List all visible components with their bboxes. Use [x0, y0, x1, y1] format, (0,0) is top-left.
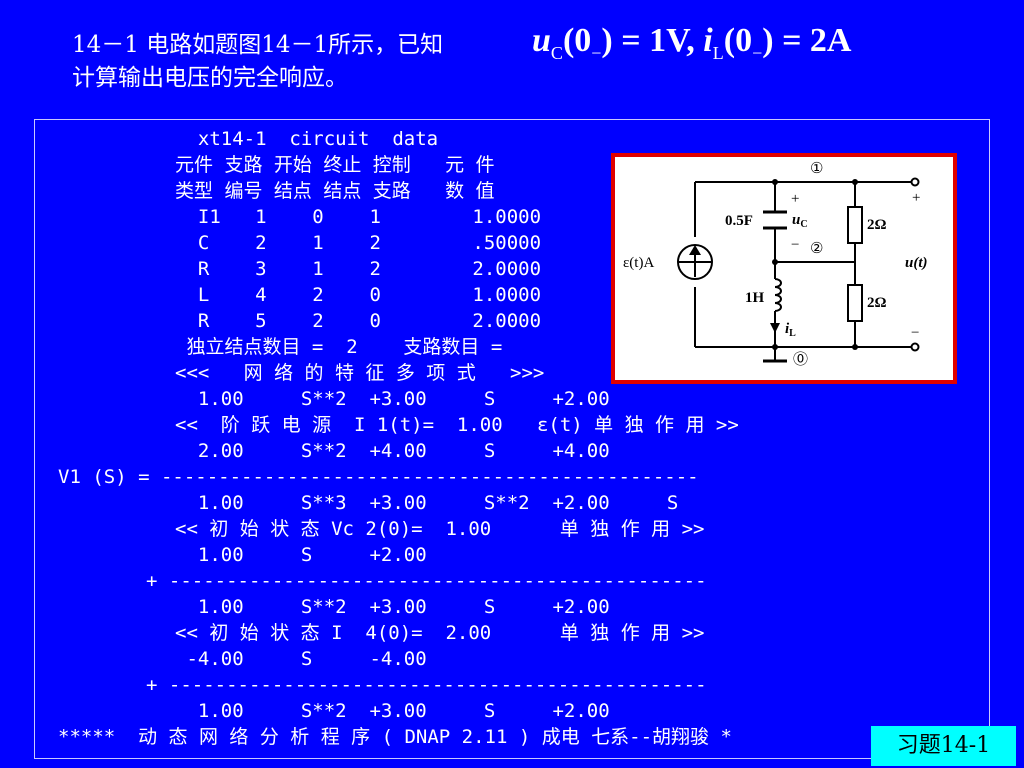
output-minus: − [911, 325, 919, 341]
capacitor-value: 0.5F [725, 213, 753, 229]
output-line: R 3 1 2 2.0000 [175, 258, 542, 280]
inductor-symbol [774, 278, 782, 312]
output-voltage-label: u(t) [905, 255, 928, 271]
output-line: V1 (S) = -------------------------------… [58, 466, 699, 488]
circuit-diagram: ① ② ⓪ 0.5F + − uC ε(t)A 1H iL 2Ω 2Ω u(t)… [611, 153, 957, 384]
output-line: 1.00 S**2 +3.00 S +2.00 [175, 388, 610, 410]
program-output-panel [34, 119, 990, 759]
inductor-value: 1H [745, 290, 765, 306]
capacitor-minus: − [791, 237, 799, 253]
resistor-bottom-symbol [847, 284, 863, 322]
output-plus: + [912, 190, 920, 206]
output-line: 1.00 S**2 +3.00 S +2.00 [175, 596, 610, 618]
output-line: 1.00 S +2.00 [175, 544, 427, 566]
capacitor-plus: + [791, 191, 799, 207]
output-line: << 阶 跃 电 源 I 1(t)= 1.00 ε(t) 单 独 作 用 >> [175, 414, 739, 436]
output-line: 独立结点数目 = 2 支路数目 = [175, 336, 503, 358]
output-line: I1 1 0 1 1.0000 [175, 206, 542, 228]
capacitor-voltage-label: uC [792, 212, 808, 230]
resistor-top-symbol [847, 206, 863, 244]
output-line: 1.00 S**2 +3.00 S +2.00 [175, 700, 610, 722]
output-line: << 初 始 状 态 I 4(0)= 2.00 单 独 作 用 >> [175, 622, 705, 644]
resistor-bottom-value: 2Ω [867, 295, 887, 311]
output-line: L 4 2 0 1.0000 [175, 284, 542, 306]
output-terminal-top [910, 177, 920, 187]
exercise-badge: 习题14-1 [871, 726, 1016, 766]
output-line: xt14-1 circuit data [175, 128, 439, 150]
output-line: <<< 网 络 的 特 征 多 项 式 >>> [175, 362, 545, 384]
output-line: ***** 动 态 网 络 分 析 程 序 ( DNAP 2.11 ) 成电 七… [58, 726, 732, 748]
output-line: -4.00 S -4.00 [175, 648, 427, 670]
problem-line-2: 计算输出电压的完全响应。 [72, 65, 348, 91]
output-line: 1.00 S**3 +3.00 S**2 +2.00 S [175, 492, 679, 514]
output-line: R 5 2 0 2.0000 [175, 310, 542, 332]
output-line: << 初 始 状 态 Vc 2(0)= 1.00 单 独 作 用 >> [175, 518, 705, 540]
output-line: 元件 支路 开始 终止 控制 元 件 [175, 154, 495, 176]
node-0-label: ⓪ [793, 351, 808, 368]
resistor-top-value: 2Ω [867, 217, 887, 233]
problem-line-1: 14－1 电路如题图14－1所示，已知 [72, 32, 444, 58]
output-line: + --------------------------------------… [146, 674, 707, 696]
node-2-label: ② [810, 241, 823, 257]
output-line: 2.00 S**2 +4.00 S +4.00 [175, 440, 610, 462]
node-1-label: ① [810, 161, 823, 177]
output-line: + --------------------------------------… [146, 570, 707, 592]
output-terminal-bottom [910, 342, 920, 352]
inductor-current-label: iL [785, 321, 796, 339]
source-value: ε(t)A [623, 255, 654, 271]
initial-conditions-formula: uC(0−) = 1V, iL(0−) = 2A [532, 22, 852, 63]
output-line: C 2 1 2 .50000 [175, 232, 542, 254]
output-line: 类型 编号 结点 结点 支路 数 值 [175, 180, 495, 202]
